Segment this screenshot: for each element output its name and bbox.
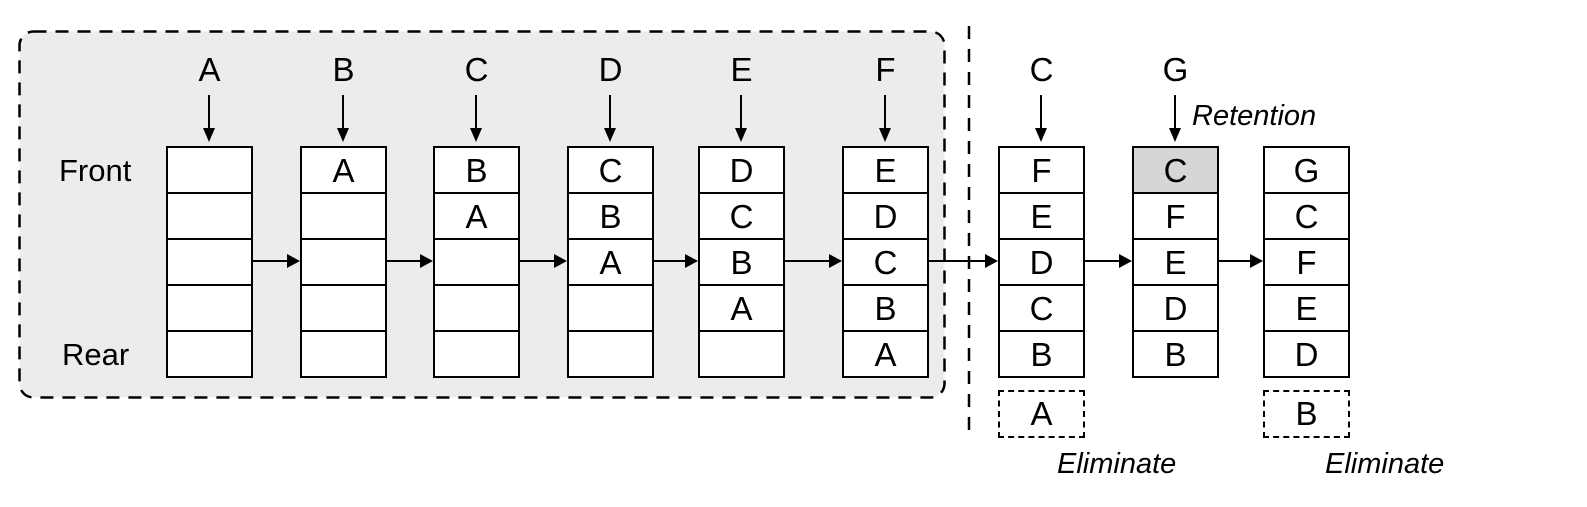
queue-cell: C [842, 238, 929, 286]
flow-arrow-icon [785, 253, 842, 268]
queue-cell: G [1263, 146, 1350, 194]
queue-cell: A [567, 238, 654, 286]
insert-label-g: G [1162, 51, 1189, 88]
queue-cell: B [698, 238, 785, 286]
flow-arrow-icon [654, 253, 698, 268]
queue-cell: D [1132, 284, 1219, 332]
queue-cell [433, 284, 520, 332]
queue-cell [166, 238, 253, 286]
insert-arrow-icon [1168, 95, 1181, 142]
queue-cell: F [998, 146, 1085, 194]
queue-cell: B [842, 284, 929, 332]
insert-label-b: B [332, 51, 355, 88]
queue-cell: E [1263, 284, 1350, 332]
queue-cell [166, 330, 253, 378]
queue-cell [166, 284, 253, 332]
queue-cell [300, 192, 387, 240]
queue-cell: E [842, 146, 929, 194]
queue-column-1 [166, 146, 253, 378]
insert-arrow-icon [1034, 95, 1047, 142]
eliminate-label-left: Eliminate [1057, 448, 1177, 480]
queue-cell [433, 238, 520, 286]
queue-column-7: F E D C B [998, 146, 1085, 378]
queue-cell: C [698, 192, 785, 240]
flow-arrow-icon [520, 253, 567, 268]
queue-cell [567, 284, 654, 332]
queue-cell: E [1132, 238, 1219, 286]
insert-arrow-icon [202, 95, 215, 142]
insert-label-c: C [464, 51, 489, 88]
queue-cell: D [842, 192, 929, 240]
queue-cell [166, 146, 253, 194]
insert-label-d: D [598, 51, 623, 88]
retention-label: Retention [1192, 100, 1317, 132]
queue-cell: E [998, 192, 1085, 240]
insert-arrow-icon [878, 95, 891, 142]
queue-cell: B [567, 192, 654, 240]
queue-cell: D [998, 238, 1085, 286]
queue-cell [300, 330, 387, 378]
queue-column-5: D C B A [698, 146, 785, 378]
flow-arrow-icon [253, 253, 300, 268]
eliminate-label-right: Eliminate [1325, 448, 1445, 480]
queue-column-6: E D C B A [842, 146, 929, 378]
queue-cell: C [1263, 192, 1350, 240]
retained-cell: C [1132, 146, 1219, 194]
queue-cell: D [1263, 330, 1350, 378]
insert-arrow-icon [734, 95, 747, 142]
queue-column-9: G C F E D [1263, 146, 1350, 378]
eliminated-box-left: A [998, 390, 1085, 438]
queue-cell: B [998, 330, 1085, 378]
flow-arrow-icon [1085, 253, 1132, 268]
rear-label: Rear [62, 337, 130, 372]
insert-arrow-icon [603, 95, 616, 142]
queue-cell: A [433, 192, 520, 240]
queue-column-2: A [300, 146, 387, 378]
queue-cell [166, 192, 253, 240]
queue-column-3: B A [433, 146, 520, 378]
insert-label-e: E [730, 51, 753, 88]
eliminated-box-right: B [1263, 390, 1350, 438]
queue-cell: A [842, 330, 929, 378]
queue-cell [300, 238, 387, 286]
insert-arrow-icon [336, 95, 349, 142]
queue-cell: B [433, 146, 520, 194]
queue-cell: A [300, 146, 387, 194]
front-label: Front [59, 153, 132, 188]
queue-cell [433, 330, 520, 378]
queue-cell: D [698, 146, 785, 194]
queue-cell [300, 284, 387, 332]
insert-label-c2: C [1029, 51, 1054, 88]
queue-cell: F [1263, 238, 1350, 286]
queue-column-8: C F E D B [1132, 146, 1219, 378]
queue-cell: A [698, 284, 785, 332]
queue-cell: B [1132, 330, 1219, 378]
flow-arrow-icon [1219, 253, 1263, 268]
insert-label-a: A [198, 51, 221, 88]
insert-arrow-icon [469, 95, 482, 142]
queue-cell: C [998, 284, 1085, 332]
queue-cell: F [1132, 192, 1219, 240]
queue-column-4: C B A [567, 146, 654, 378]
insert-label-f: F [875, 51, 896, 88]
queue-cell [698, 330, 785, 378]
queue-cell: C [567, 146, 654, 194]
queue-cell [567, 330, 654, 378]
flow-arrow-icon [387, 253, 433, 268]
flow-arrow-icon [929, 253, 998, 268]
